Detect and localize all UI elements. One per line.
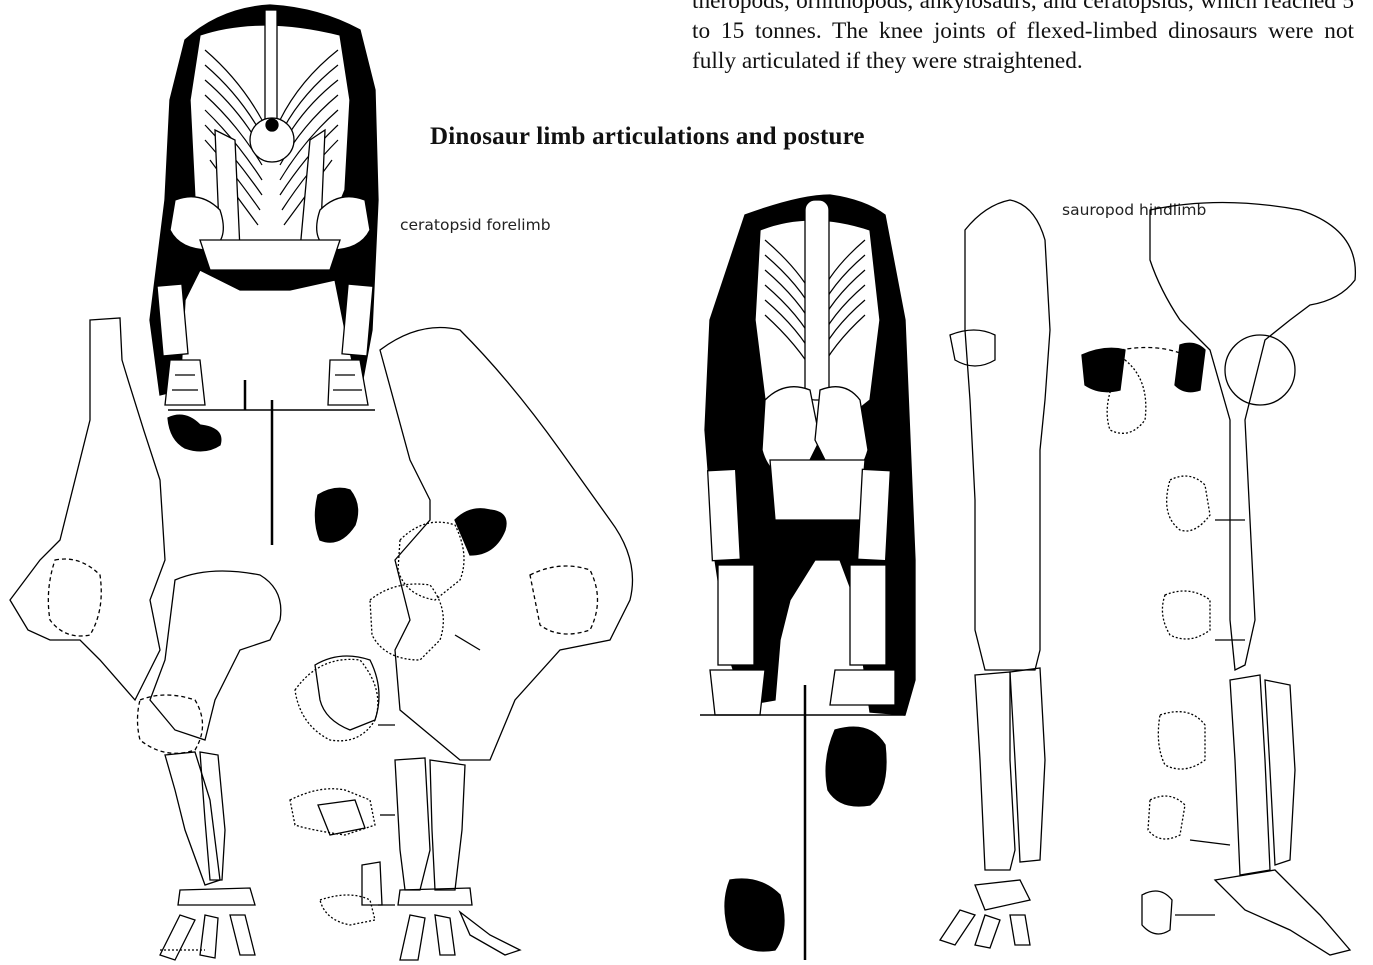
sauropod-hindlimb-bones bbox=[940, 200, 1355, 955]
ceratopsid-skeleton-front bbox=[150, 5, 378, 545]
ceratopsid-forelimb-bones bbox=[10, 318, 633, 960]
sauropod-skeleton-front bbox=[700, 195, 915, 960]
